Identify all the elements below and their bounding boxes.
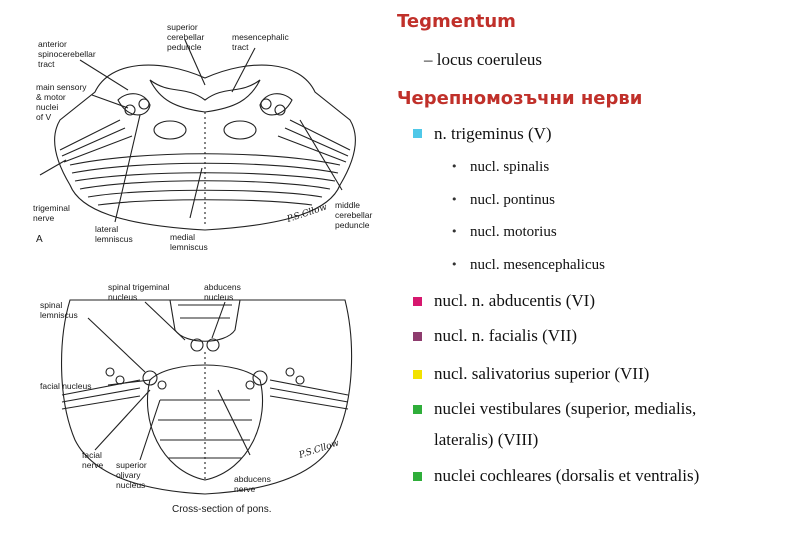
label-lateral-lemniscus-1: lateral (95, 224, 118, 234)
sub-item-mesencephalicus: nucl. mesencephalicus (470, 257, 605, 273)
label-medial-lemniscus-1: medial (170, 232, 195, 242)
label-main-sensory-3: nuclei (36, 102, 58, 112)
label-middle-cerebellar-3: peduncle (335, 220, 370, 230)
label-abducens-nerve-2: nerve (234, 484, 256, 494)
item-abducentis: nucl. n. abducentis (VI) (434, 291, 595, 310)
item-salivatorius: nucl. salivatorius superior (VII) (434, 364, 650, 383)
label-superior-cerebellar-1: superior (167, 22, 198, 32)
sub-bullet-dot: • (451, 193, 458, 206)
label-spinal-lemniscus-2: lemniscus (40, 310, 78, 320)
label-lateral-lemniscus-2: lemniscus (95, 234, 133, 244)
label-mesencephalic-1: mesencephalic (232, 32, 289, 42)
sub-item-motorius: nucl. motorius (470, 224, 557, 240)
figure-b-drawing (60, 299, 353, 495)
label-middle-cerebellar-2: cerebellar (335, 210, 372, 220)
item-cochleares: nuclei cochleares (dorsalis et ventralis… (434, 466, 700, 485)
item-vestibulares-line2: lateralis) (VIII) (434, 430, 539, 449)
label-abducens-nerve-1: abducens (234, 474, 271, 484)
bullet-green-square (413, 472, 422, 481)
item-locus-coeruleus: – locus coeruleus (424, 50, 543, 69)
sub-item-spinalis: nucl. spinalis (470, 159, 550, 175)
label-main-sensory-2: & motor (36, 92, 66, 102)
bullet-cyan-square (413, 129, 422, 138)
item-facialis: nucl. n. facialis (VII) (434, 326, 578, 345)
sub-item-pontinus: nucl. pontinus (470, 192, 555, 208)
artist-signature-a: P.S.Cllow (285, 202, 329, 225)
label-main-sensory-4: of V (36, 112, 51, 122)
label-mesencephalic-2: tract (232, 42, 249, 52)
label-spinal-trigeminal-nucleus-2: nucleus (108, 292, 137, 302)
label-trigeminal-nerve-1: trigeminal (33, 203, 70, 213)
bullet-magenta-square (413, 297, 422, 306)
label-abducens-nucleus-1: abducens (204, 282, 241, 292)
item-trigeminus: n. trigeminus (V) (434, 124, 552, 143)
label-superior-cerebellar-3: peduncle (167, 42, 202, 52)
heading-tegmentum: Tegmentum (397, 11, 516, 32)
label-anterior-spinocerebellar-1: anterior (38, 39, 67, 49)
item-vestibulares-line1: nuclei vestibulares (superior, medialis, (434, 399, 697, 418)
heading-cranial-nerves: Черепномозъчни нерви (397, 88, 643, 109)
label-anterior-spinocerebellar-3: tract (38, 59, 55, 69)
figure-a-drawing (39, 39, 356, 231)
label-medial-lemniscus-2: lemniscus (170, 242, 208, 252)
pons-cross-section-figure: superior cerebellar peduncle mesencephal… (33, 22, 372, 515)
label-facial-nerve-2: nerve (82, 460, 104, 470)
bullet-yellow-square (413, 370, 422, 379)
sub-bullet-dot: • (451, 160, 458, 173)
label-superior-olivary-1: superior (116, 460, 147, 470)
sub-bullet-dot: • (451, 225, 458, 238)
bullet-purple-square (413, 332, 422, 341)
bullet-green-square (413, 405, 422, 414)
label-spinal-lemniscus-1: spinal (40, 300, 62, 310)
label-facial-nucleus: facial nucleus (40, 381, 92, 391)
label-abducens-nucleus-2: nucleus (204, 292, 233, 302)
label-facial-nerve-1: facial (82, 450, 102, 460)
panel-letter-a: A (36, 234, 43, 245)
label-trigeminal-nerve-2: nerve (33, 213, 55, 223)
sub-bullet-dot: • (451, 258, 458, 271)
label-superior-olivary-3: nucleus (116, 480, 145, 490)
artist-signature-b: P.S.Cllow (297, 438, 341, 461)
label-main-sensory-1: main sensory (36, 82, 87, 92)
figure-caption: Cross-section of pons. (172, 504, 272, 515)
label-superior-cerebellar-2: cerebellar (167, 32, 204, 42)
label-spinal-trigeminal-nucleus-1: spinal trigeminal (108, 282, 170, 292)
label-superior-olivary-2: olivary (116, 470, 141, 480)
label-anterior-spinocerebellar-2: spinocerebellar (38, 49, 96, 59)
label-middle-cerebellar-1: middle (335, 200, 360, 210)
